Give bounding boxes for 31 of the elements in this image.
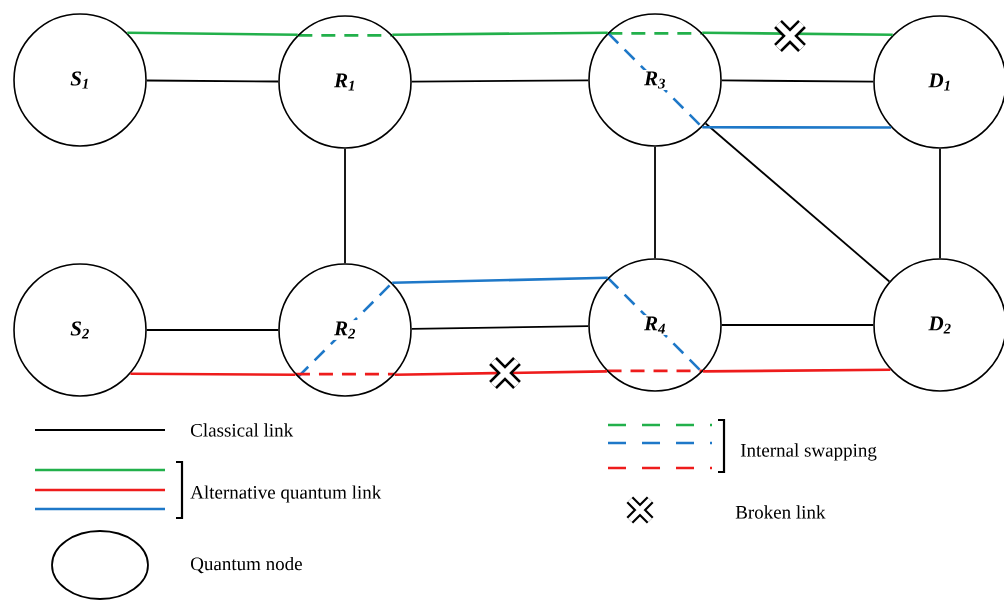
link-line bbox=[392, 276, 608, 285]
legend-label: Internal swapping bbox=[740, 443, 877, 461]
link-line bbox=[130, 372, 296, 376]
link-line bbox=[720, 324, 875, 326]
link-line bbox=[145, 329, 280, 331]
link-line bbox=[410, 79, 590, 83]
quantum-node: D$_{1}$ bbox=[873, 15, 1004, 149]
quantum-node: D$_{2}$ bbox=[873, 258, 1004, 392]
quantum-node: R$_{1}$ bbox=[278, 15, 412, 149]
quantum-node: R$_{2}$ bbox=[278, 263, 412, 397]
link-line bbox=[394, 370, 607, 376]
link-line bbox=[720, 79, 875, 83]
link-line bbox=[702, 31, 893, 37]
legend-label: Quantum node bbox=[191, 556, 302, 574]
link-line bbox=[392, 31, 608, 37]
legend-label: Alternative quantum link bbox=[190, 485, 382, 503]
link-line bbox=[127, 31, 298, 37]
legend-label: Classical link bbox=[191, 423, 294, 437]
link-line bbox=[939, 147, 941, 260]
link-line bbox=[704, 122, 891, 283]
link-line bbox=[702, 125, 892, 129]
link-line bbox=[703, 368, 891, 373]
quantum-node: R$_{4}$ bbox=[588, 258, 722, 392]
link-line bbox=[654, 145, 656, 260]
link-line bbox=[410, 325, 590, 330]
quantum-node: S$_{1}$ bbox=[13, 13, 147, 147]
quantum-node: S$_{2}$ bbox=[13, 263, 147, 397]
legend-label: Broken link bbox=[735, 505, 826, 519]
link-line bbox=[145, 79, 280, 83]
quantum-node: R$_{3}$ bbox=[588, 13, 722, 147]
link-line bbox=[344, 147, 346, 265]
